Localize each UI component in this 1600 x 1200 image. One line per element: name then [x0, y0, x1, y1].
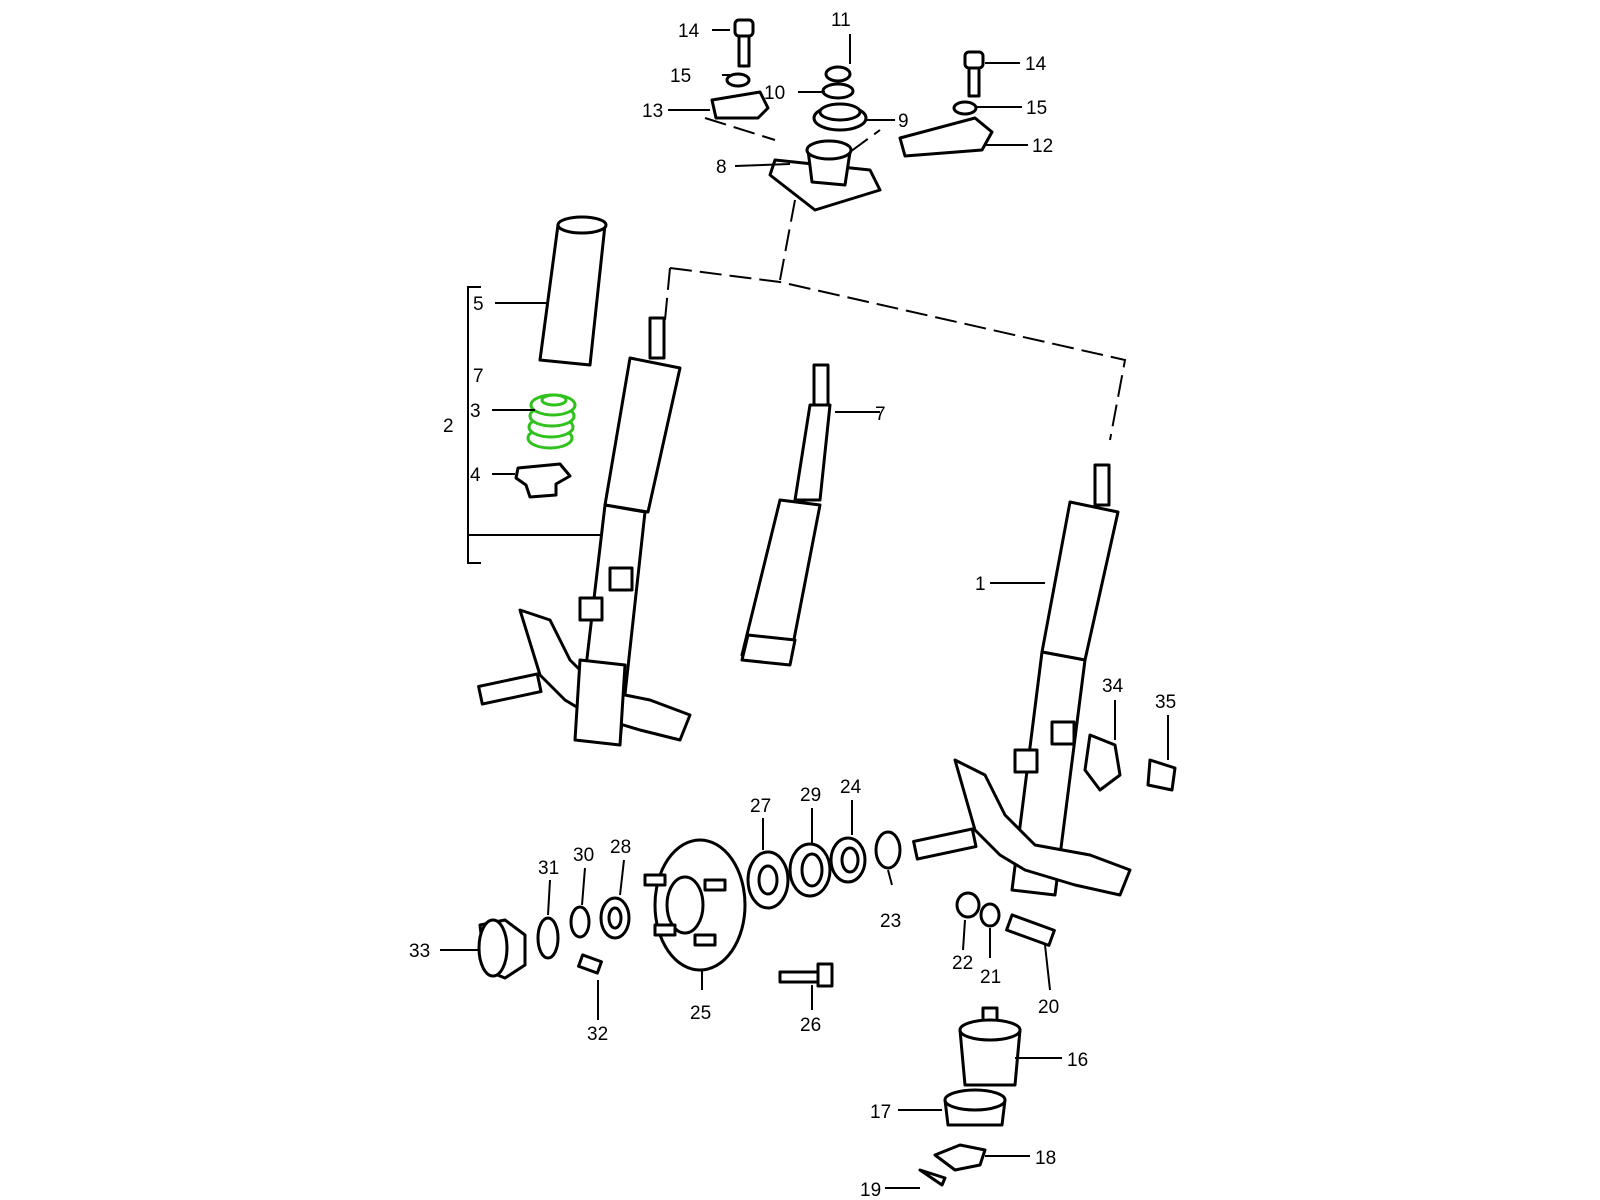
callout-4: 4	[470, 465, 481, 486]
callout-25: 25	[690, 1003, 711, 1024]
callout-22: 22	[952, 953, 973, 974]
callout-1: 1	[975, 574, 986, 595]
callout-28: 28	[610, 837, 631, 858]
ring-23	[874, 830, 902, 870]
callout-11: 11	[831, 10, 851, 31]
callout-labels: 14 11 14 15 10 15 13 9 12 8 5 7 3 2 4 7 …	[409, 10, 1176, 1200]
stop-4	[514, 462, 572, 499]
callout-32: 32	[587, 1024, 608, 1045]
mount-8	[768, 139, 882, 212]
protective-tube-5	[538, 215, 608, 367]
callout-9: 9	[898, 111, 909, 132]
ball-joint-16	[958, 1006, 1022, 1087]
callout-18: 18	[1035, 1148, 1056, 1169]
callout-8: 8	[716, 157, 727, 178]
callout-12: 12	[1032, 136, 1053, 157]
cotter-pin-19	[918, 1168, 947, 1187]
callout-5: 5	[473, 294, 484, 315]
hub-25	[643, 838, 747, 972]
callout-7: 7	[473, 366, 484, 387]
callout-27: 27	[750, 796, 771, 817]
kit-bracket-2	[467, 286, 600, 564]
callout-7: 7	[875, 404, 886, 425]
callout-24: 24	[840, 777, 862, 798]
callout-17: 17	[870, 1102, 891, 1123]
callout-33: 33	[409, 941, 430, 962]
washer-21	[979, 902, 1001, 928]
bearing-9	[812, 102, 868, 132]
callout-23: 23	[880, 911, 901, 932]
cap-33	[477, 918, 527, 980]
bolt-14-right	[963, 50, 985, 98]
bearing-28	[599, 896, 631, 940]
washer-15-left	[725, 72, 751, 88]
washer-30	[569, 905, 591, 939]
bump-stop-3	[526, 393, 577, 450]
callout-35: 35	[1155, 692, 1176, 713]
washer-15-right	[952, 100, 978, 116]
clip-35	[1146, 758, 1177, 792]
callout-21: 21	[980, 967, 1001, 988]
bolt-14-left	[733, 18, 755, 68]
callout-30: 30	[573, 845, 594, 866]
callout-29: 29	[800, 785, 821, 806]
plate-13	[710, 90, 770, 120]
nut-22	[955, 891, 981, 919]
clamp-nut-31	[536, 916, 560, 960]
seal-29	[788, 842, 832, 898]
callout-14: 14	[1025, 54, 1047, 75]
washer-10	[821, 82, 855, 100]
callout-19: 19	[860, 1180, 881, 1200]
leader-lines	[440, 29, 1169, 1189]
callout-31: 31	[538, 858, 559, 879]
assembly-lines	[664, 117, 1127, 441]
shock-insert-7	[740, 363, 832, 667]
callout-14: 14	[678, 21, 700, 42]
bearing-27	[746, 850, 790, 910]
callout-10: 10	[764, 83, 785, 104]
strut-right	[912, 463, 1132, 897]
clip-34	[1083, 733, 1122, 792]
lock-plate-18	[933, 1143, 987, 1172]
nut-17	[943, 1088, 1007, 1127]
plate-12	[898, 116, 994, 158]
callout-2: 2	[443, 416, 454, 437]
bearing-24	[829, 836, 867, 884]
callout-26: 26	[800, 1015, 821, 1036]
bolt-32	[577, 953, 603, 975]
strut-left	[477, 316, 692, 747]
callout-16: 16	[1067, 1050, 1088, 1071]
eccentric-20	[1005, 913, 1056, 947]
bolt-26	[778, 962, 834, 988]
callout-20: 20	[1038, 997, 1059, 1018]
callout-15: 15	[1026, 98, 1047, 119]
nut-11	[824, 65, 852, 83]
callout-15: 15	[670, 66, 691, 87]
callout-34: 34	[1102, 676, 1124, 697]
callout-3: 3	[470, 401, 481, 422]
callout-13: 13	[642, 101, 663, 122]
